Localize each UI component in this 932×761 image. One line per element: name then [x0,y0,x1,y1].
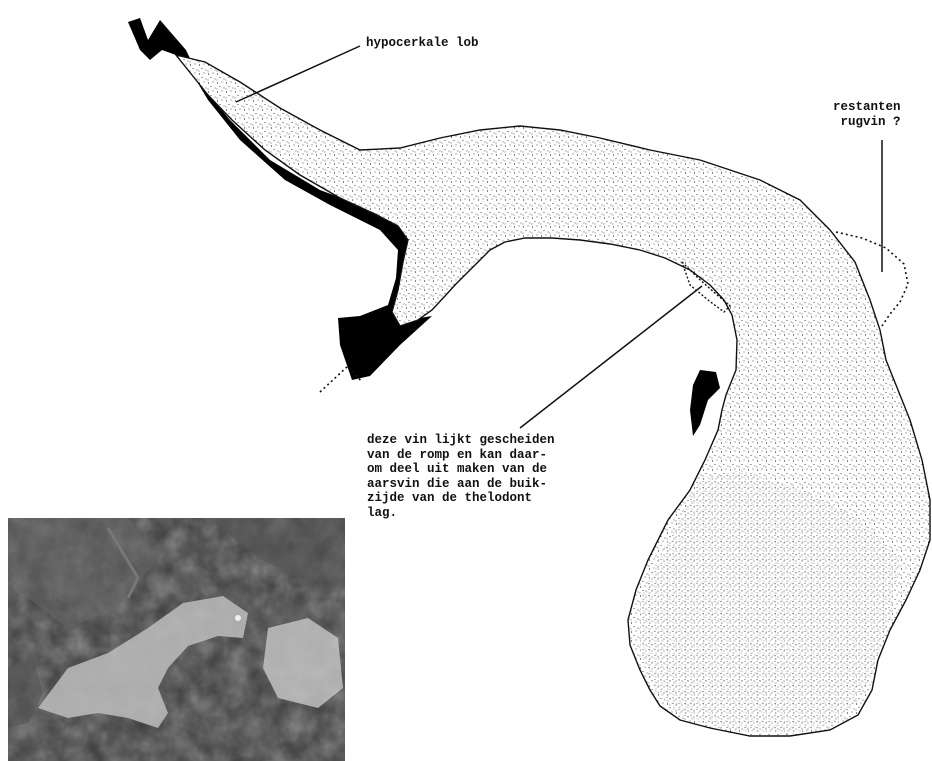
label-hypocercal-lobe: hypocerkale lob [366,36,479,51]
label-dorsal-fin-remains: restanten rugvin ? [818,100,901,129]
label-fin-note: deze vin lijkt gescheiden van de romp en… [367,433,555,520]
fin-shadow [690,370,720,436]
fossil-photo [8,518,345,761]
leader-hypo [236,46,360,102]
leader-vin [520,286,702,428]
